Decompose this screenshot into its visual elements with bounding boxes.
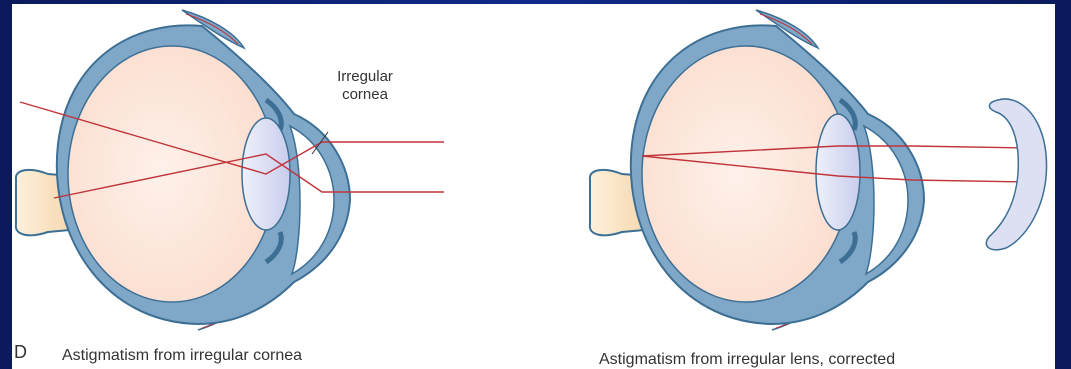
callout-line-2: cornea [320,86,410,104]
irregular-cornea-label: Irregular cornea [320,68,410,104]
right-caption: Astigmatism from irregular lens, correct… [599,350,895,369]
left-caption: Astigmatism from irregular cornea [62,346,302,365]
corrective-lens [986,99,1046,250]
left-eye [16,10,444,330]
right-lens [816,114,860,230]
right-eye [590,10,1047,330]
eye-diagrams-svg [12,4,1055,369]
panel-letter: D [14,342,27,364]
callout-line-1: Irregular [320,68,410,86]
figure-panel: Irregular cornea D Astigmatism from irre… [12,4,1055,369]
